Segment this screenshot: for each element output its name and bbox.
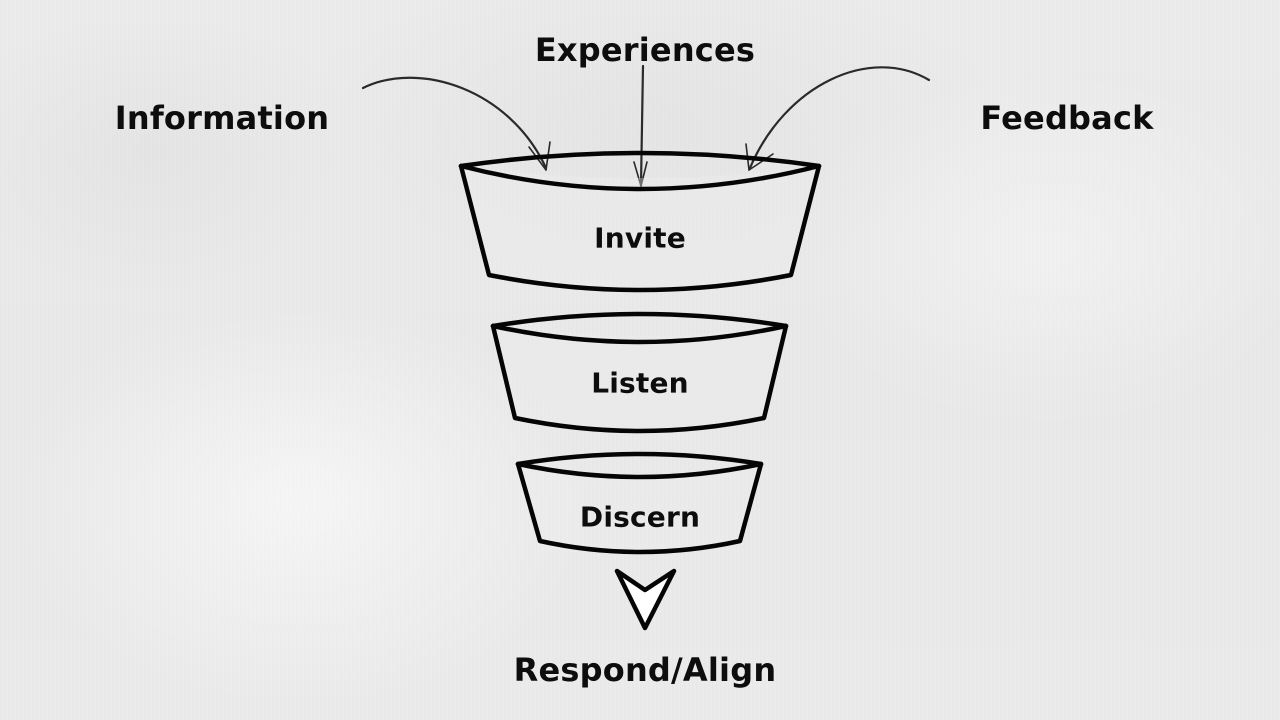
input-label-information: Information <box>114 99 330 137</box>
input-arrows <box>361 64 931 187</box>
down-arrow-icon <box>614 568 677 631</box>
feedback-arrow-icon <box>745 66 931 171</box>
output-label-respond-align: Respond/Align <box>513 651 777 689</box>
information-arrow-icon <box>361 76 551 171</box>
funnel-segment-listen <box>490 311 789 434</box>
experiences-arrow-icon <box>633 64 648 187</box>
input-label-experiences: Experiences <box>534 31 756 69</box>
stage-label-discern: Discern <box>579 500 701 534</box>
stage-label-invite: Invite <box>594 221 686 255</box>
stage-label-listen: Listen <box>591 366 689 400</box>
funnel-segment-invite <box>458 150 822 293</box>
input-label-feedback: Feedback <box>980 99 1154 137</box>
funnel-segment-discern <box>515 451 764 555</box>
